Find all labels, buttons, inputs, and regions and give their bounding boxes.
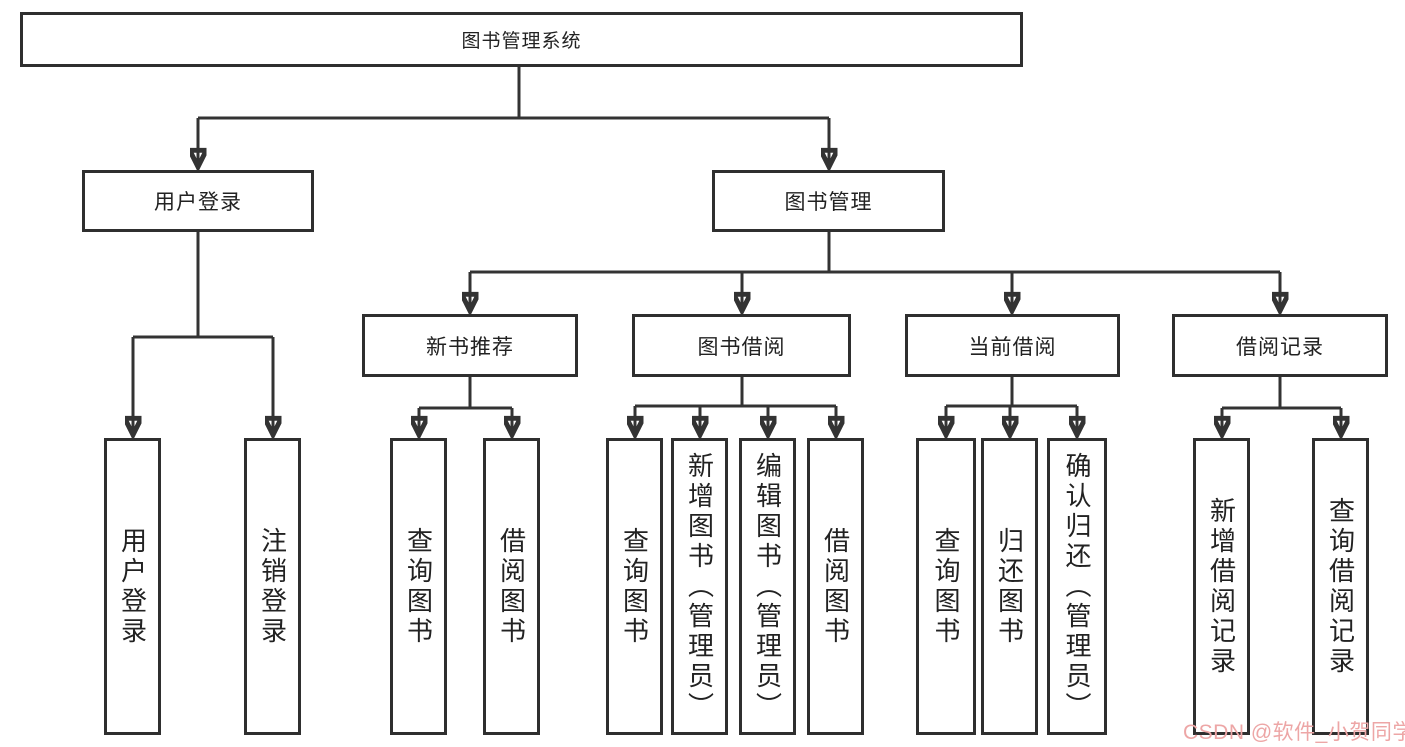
leaf-current-query-book: 查询图书 [916,438,976,735]
leaf-borrow-book: 借阅图书 [807,438,864,735]
leaf-edit-book-admin-label: 编辑图书（管理员） [752,451,783,722]
node-user-login-label: 用户登录 [154,191,242,214]
node-borrow-records: 借阅记录 [1172,314,1388,377]
node-book-borrow-label: 图书借阅 [697,335,786,359]
leaf-query-borrow-record-label: 查询借阅记录 [1325,496,1356,677]
node-book-management: 图书管理 [712,170,945,232]
leaf-add-book-admin-label: 新增图书（管理员） [684,451,715,722]
leaf-borrow-book-label: 借阅图书 [820,526,851,647]
node-current-borrow-label: 当前借阅 [968,335,1057,359]
node-current-borrow: 当前借阅 [905,314,1120,377]
leaf-edit-book-admin: 编辑图书（管理员） [739,438,796,735]
leaf-current-query-book-label: 查询图书 [931,526,961,647]
leaf-return-book-label: 归还图书 [994,526,1025,647]
leaf-add-borrow-record: 新增借阅记录 [1193,438,1250,735]
node-root: 图书管理系统 [20,12,1023,67]
leaf-add-book-admin: 新增图书（管理员） [671,438,728,735]
node-root-label: 图书管理系统 [461,31,582,52]
leaf-query-borrow-record: 查询借阅记录 [1312,438,1369,735]
leaf-user-login-label: 用户登录 [117,526,148,647]
node-user-login: 用户登录 [82,170,314,232]
leaf-recommend-query-book-label: 查询图书 [403,526,434,647]
node-new-book-recommend: 新书推荐 [362,314,578,377]
leaf-recommend-borrow-book-label: 借阅图书 [496,526,527,647]
leaf-add-borrow-record-label: 新增借阅记录 [1206,496,1237,677]
leaf-return-book: 归还图书 [981,438,1038,735]
leaf-borrow-query-book-label: 查询图书 [619,526,650,647]
leaf-user-login: 用户登录 [104,438,161,735]
node-book-borrow: 图书借阅 [632,314,851,377]
leaf-recommend-borrow-book: 借阅图书 [483,438,540,735]
node-book-management-label: 图书管理 [784,191,873,214]
leaf-logout: 注销登录 [244,438,301,735]
leaf-logout-label: 注销登录 [257,526,288,647]
leaf-confirm-return-admin: 确认归还（管理员） [1047,438,1107,735]
node-new-book-recommend-label: 新书推荐 [426,335,514,359]
csdn-watermark: CSDN @软件_小贺同学 [1183,721,1405,744]
leaf-borrow-query-book: 查询图书 [606,438,663,735]
leaf-recommend-query-book: 查询图书 [390,438,447,735]
leaf-confirm-return-admin-label: 确认归还（管理员） [1062,451,1092,722]
node-borrow-records-label: 借阅记录 [1236,335,1324,359]
